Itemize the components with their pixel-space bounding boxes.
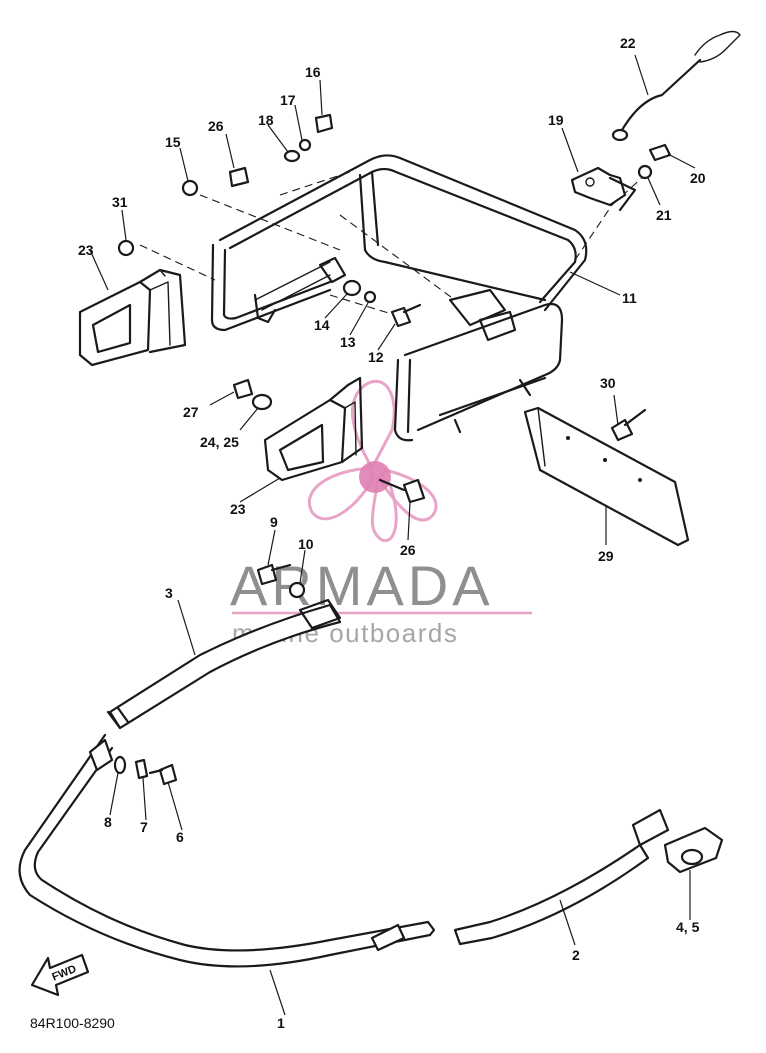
callout-11: 11	[622, 290, 637, 306]
bracket-part-4-5	[663, 826, 724, 874]
callout-3: 3	[165, 585, 173, 601]
bolt-part-16	[314, 113, 334, 134]
lower-frame-part-1	[18, 733, 436, 968]
washer-part-17	[298, 138, 312, 152]
washer-part-10	[288, 581, 306, 599]
callout-19: 19	[548, 112, 564, 128]
callout-1: 1	[277, 1015, 285, 1031]
callout-17: 17	[280, 92, 296, 108]
callout-16: 16	[305, 64, 321, 80]
callout-12: 12	[368, 349, 384, 365]
callout-9: 9	[270, 514, 278, 530]
propeller-logo	[307, 379, 438, 543]
plate-part-29	[523, 406, 690, 547]
clip-part-30	[610, 408, 647, 442]
cable-part-22	[611, 30, 741, 142]
callout-18: 18	[258, 112, 274, 128]
bolt-part-6	[148, 763, 178, 786]
callout-4-5: 4, 5	[676, 919, 700, 935]
washer-part-8	[113, 755, 127, 775]
bolt-part-26	[378, 478, 426, 504]
callout-26-top: 26	[208, 118, 224, 134]
washer-part-13	[363, 290, 377, 304]
callout-6: 6	[176, 829, 184, 845]
tube-part-2	[453, 808, 670, 946]
callout-7: 7	[140, 819, 148, 835]
forward-direction-arrow: FWD	[30, 953, 90, 997]
callout-labels: 1 2 3 4, 5 6 7 8 9 10 11 12 13 14 15 16 …	[78, 35, 706, 1031]
callout-31: 31	[112, 194, 128, 210]
callout-10: 10	[298, 536, 314, 552]
collar-part-24-25	[251, 393, 273, 411]
callout-24-25: 24, 25	[200, 434, 239, 450]
clip-part-28	[228, 166, 250, 188]
diagram-part-code: 84R100-8290	[30, 1015, 115, 1031]
callout-30: 30	[600, 375, 616, 391]
watermark-title: ARMADA	[230, 554, 494, 617]
bolt-part-20	[648, 143, 672, 162]
nut-part-15	[181, 179, 199, 197]
callout-14: 14	[314, 317, 330, 333]
callout-29: 29	[598, 548, 614, 564]
callout-23-upper: 23	[78, 242, 94, 258]
small-hardware-top	[117, 113, 672, 504]
bolt-part-9	[256, 563, 292, 586]
callout-13: 13	[340, 334, 356, 350]
propeller-hub	[359, 461, 391, 493]
collar-part-18	[283, 149, 301, 163]
alignment-lines	[139, 171, 646, 316]
callout-26-mid: 26	[400, 542, 416, 558]
callout-23-lower: 23	[230, 501, 246, 517]
side-bracket-right-part-23	[263, 376, 364, 482]
callout-21: 21	[656, 207, 672, 223]
callout-8: 8	[104, 814, 112, 830]
mid-hardware	[113, 563, 306, 786]
callout-2: 2	[572, 947, 580, 963]
bolt-part-12	[390, 303, 422, 328]
leader-lines	[89, 54, 696, 1016]
nut-part-21	[637, 164, 653, 180]
callout-20: 20	[690, 170, 706, 186]
side-bracket-left-part-23	[78, 268, 187, 367]
tube-part-3	[106, 598, 342, 730]
callout-22: 22	[620, 35, 636, 51]
lock-washer-part-7	[134, 758, 149, 780]
callout-15: 15	[165, 134, 181, 150]
callout-27: 27	[183, 404, 199, 420]
latch-part-19	[570, 166, 637, 212]
nut-part-31	[117, 239, 135, 257]
washer-part-14	[342, 279, 362, 297]
upper-frame-part-11	[210, 154, 588, 442]
nut-part-27	[232, 378, 254, 400]
